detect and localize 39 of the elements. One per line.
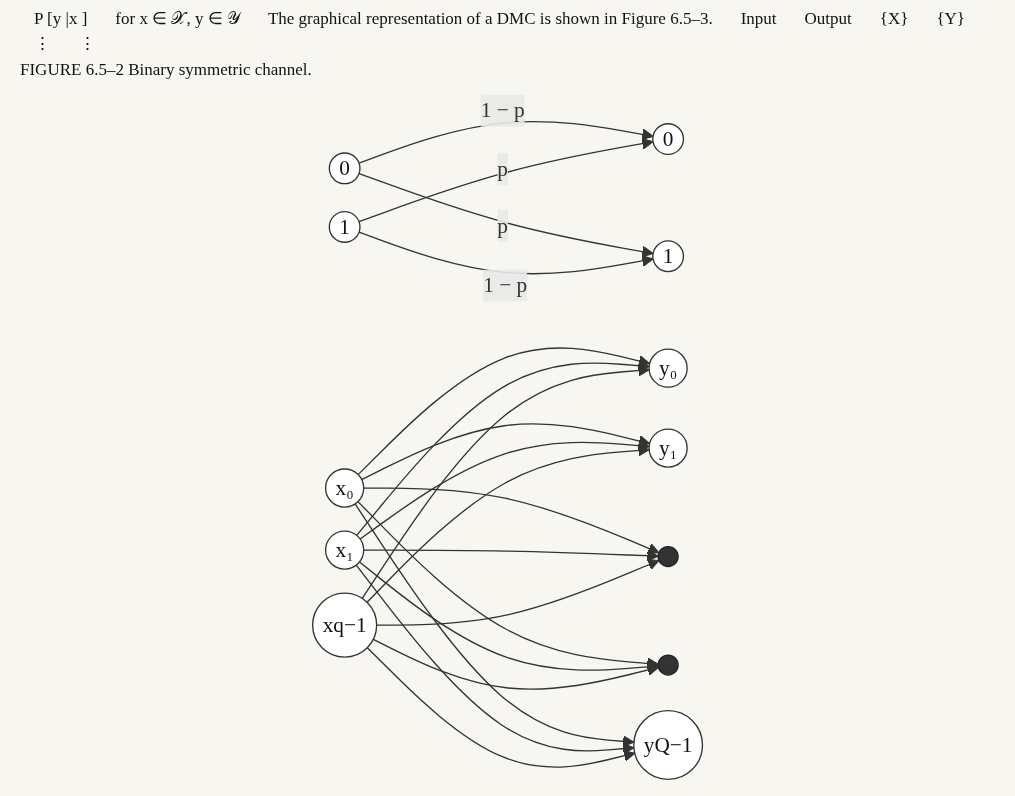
- text-label: P [y |x ]: [34, 9, 88, 29]
- node-circle: 0: [328, 152, 361, 185]
- arrow: [357, 347, 651, 476]
- node-circle: y₁: [648, 428, 688, 468]
- edge-label: 1 − p: [480, 98, 525, 122]
- text-label: The graphical representation of a DMC is shown in Figure 6.5–3.: [267, 9, 713, 29]
- arrow: [356, 359, 650, 537]
- arrow: [358, 172, 654, 258]
- edge-label: 1 − p: [483, 273, 528, 297]
- arrow: [372, 638, 659, 690]
- text-label: ⋮: [34, 33, 51, 54]
- text-label: for x ∈ 𝒳, y ∈ 𝒴: [115, 8, 240, 29]
- arrow: [357, 500, 659, 670]
- arrow: [366, 647, 636, 768]
- node-circle: y₀: [648, 348, 688, 388]
- text-label: {Y}: [936, 9, 965, 29]
- arrow: [359, 439, 650, 540]
- arrow: [358, 561, 659, 673]
- node-circle: 1: [652, 240, 685, 273]
- arrow: [360, 423, 651, 481]
- text-label: ⋮: [79, 33, 96, 54]
- node-circle: 0: [652, 123, 685, 155]
- node-circle: [657, 654, 679, 676]
- arrow: [361, 364, 650, 600]
- text-label: {X}: [879, 9, 909, 29]
- node-circle: yQ−1: [633, 709, 704, 780]
- text-label: Output: [804, 9, 852, 29]
- node-circle: x₁: [324, 530, 365, 570]
- node-circle: xq−1: [311, 592, 378, 658]
- node-circle: x₀: [324, 468, 365, 508]
- text-label: Input: [740, 9, 777, 29]
- edge-label: p: [497, 157, 508, 180]
- arrow: [354, 503, 635, 748]
- figure-caption: FIGURE 6.5–2 Binary symmetric channel.: [20, 60, 313, 80]
- arrow: [366, 444, 650, 603]
- arrow: [358, 137, 654, 223]
- node-circle: 1: [328, 210, 361, 243]
- edge-label: p: [497, 214, 508, 237]
- node-circle: [657, 545, 679, 568]
